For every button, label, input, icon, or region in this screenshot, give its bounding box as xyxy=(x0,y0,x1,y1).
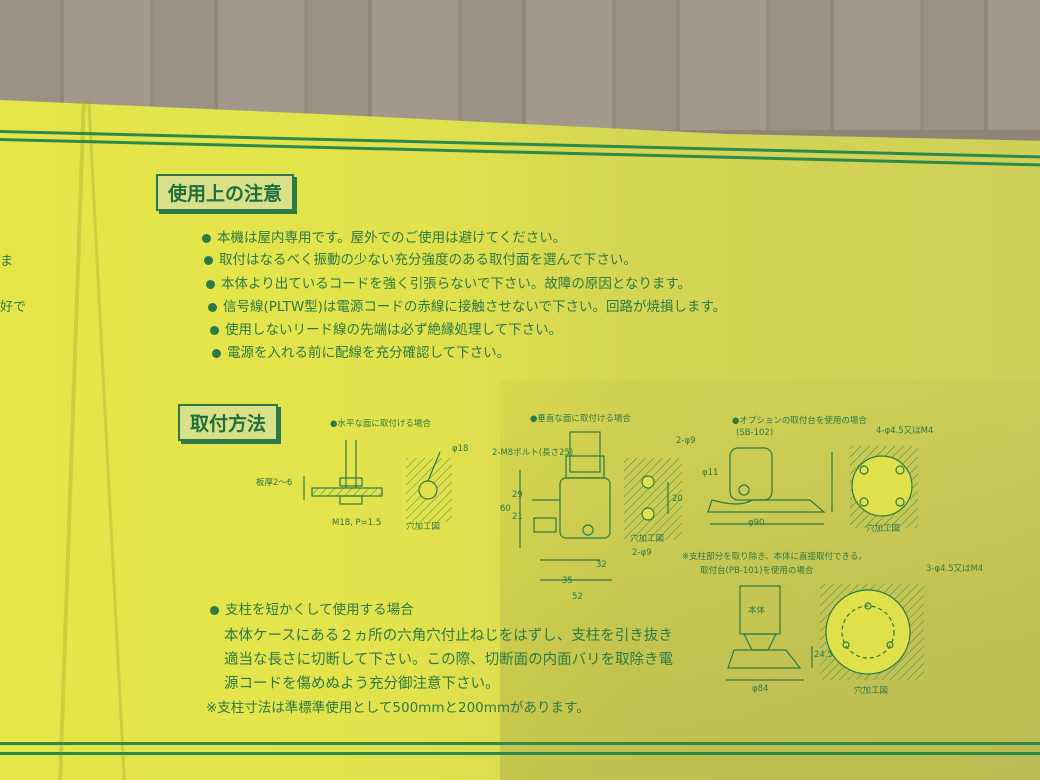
label-horizontal: ●水平な面に取付ける場合 xyxy=(330,419,431,429)
caution-item: 電源を入れる前に配線を充分確認して下さい。 xyxy=(212,341,510,361)
label-option-model: (SB-102) xyxy=(736,428,774,438)
label-option: ●オプションの取付台を使用の場合 xyxy=(732,416,867,426)
label-vertical: ●垂直な面に取付ける場合 xyxy=(530,414,631,424)
label-note-pole1: ※支柱部分を取り除き、本体に直接取付できる。 xyxy=(682,552,867,562)
bullet-icon xyxy=(202,233,211,243)
pole-line: 源コードを傷めぬよう充分御注意下さい。 xyxy=(224,676,500,692)
label-hole3: 穴加工図 xyxy=(866,524,901,534)
pole-heading: 支柱を短かくして使用する場合 xyxy=(210,598,414,618)
caution-item: 信号線(PLTW型)は電源コードの赤線に接触させないで下さい。回路が焼損します。 xyxy=(208,295,726,315)
label-two-phi9: 2-φ9 xyxy=(676,436,696,446)
label-d35: 35 xyxy=(562,576,573,586)
label-bolt: 2-M8ボルト(長さ25) xyxy=(492,448,574,458)
label-d60: 60 xyxy=(500,504,511,514)
label-d20: 20 xyxy=(672,494,683,504)
label-hole4: 穴加工図 xyxy=(854,686,889,696)
caution-item: 取付はなるべく振動の少ない充分強度のある取付面を選んで下さい。 xyxy=(204,248,637,268)
label-body: 本体 xyxy=(748,606,766,616)
label-d21: 21 xyxy=(512,512,523,522)
label-d32: 32 xyxy=(596,560,607,570)
caution-item: 本体より出ているコードを強く引張らないで下さい。故障の原因となります。 xyxy=(206,272,691,292)
left-fragment: ま xyxy=(0,254,14,269)
pole-line: 本体ケースにある２ヵ所の六角穴付止ねじをはずし、支柱を引き抜き xyxy=(224,628,673,644)
pole-note: ※支柱寸法は準標準使用として500mmと200mmがあります。 xyxy=(206,700,590,716)
caution-item: 本機は屋内専用です。屋外でのご使用は避けてください。 xyxy=(202,226,566,246)
label-hole2: 穴加工図 xyxy=(630,534,665,544)
label-three-holes: 3-φ4.5又はM4 xyxy=(926,564,984,574)
bullet-icon xyxy=(206,279,215,289)
bullet-icon xyxy=(212,348,221,358)
label-note-pole2: 取付台(PB-101)を使用の場合 xyxy=(700,566,814,576)
bullet-icon xyxy=(208,302,217,312)
bottom-border-line xyxy=(0,752,1040,755)
label-m18: M18, P=1.5 xyxy=(332,518,382,528)
label-d52: 52 xyxy=(572,592,583,602)
caution-item: 使用しないリード線の先端は必ず絶縁処理して下さい。 xyxy=(210,318,562,338)
bullet-icon xyxy=(204,255,213,265)
pole-line: 適当な長さに切断して下さい。この際、切断面の内面バリを取除き電 xyxy=(224,652,674,668)
label-two-phi9-b: 2-φ9 xyxy=(632,548,652,558)
label-d29: 29 xyxy=(512,490,523,500)
label-phi90: φ90 xyxy=(748,518,765,528)
label-plate: 板厚2～6 xyxy=(256,478,293,488)
label-phi84: φ84 xyxy=(752,684,769,694)
bullet-icon xyxy=(210,325,219,335)
bottom-border-line xyxy=(0,742,1040,745)
bullet-icon xyxy=(210,605,219,615)
left-fragment: 好で xyxy=(0,300,27,315)
label-phi18: φ18 xyxy=(452,444,469,454)
caution-heading: 使用上の注意 xyxy=(156,174,295,211)
label-four-holes: 4-φ4.5又はM4 xyxy=(876,426,934,436)
label-phi11: φ11 xyxy=(702,468,719,478)
mounting-heading: 取付方法 xyxy=(178,404,279,441)
label-hole1: 穴加工図 xyxy=(406,522,441,532)
label-d24: 24.5 xyxy=(814,650,833,660)
